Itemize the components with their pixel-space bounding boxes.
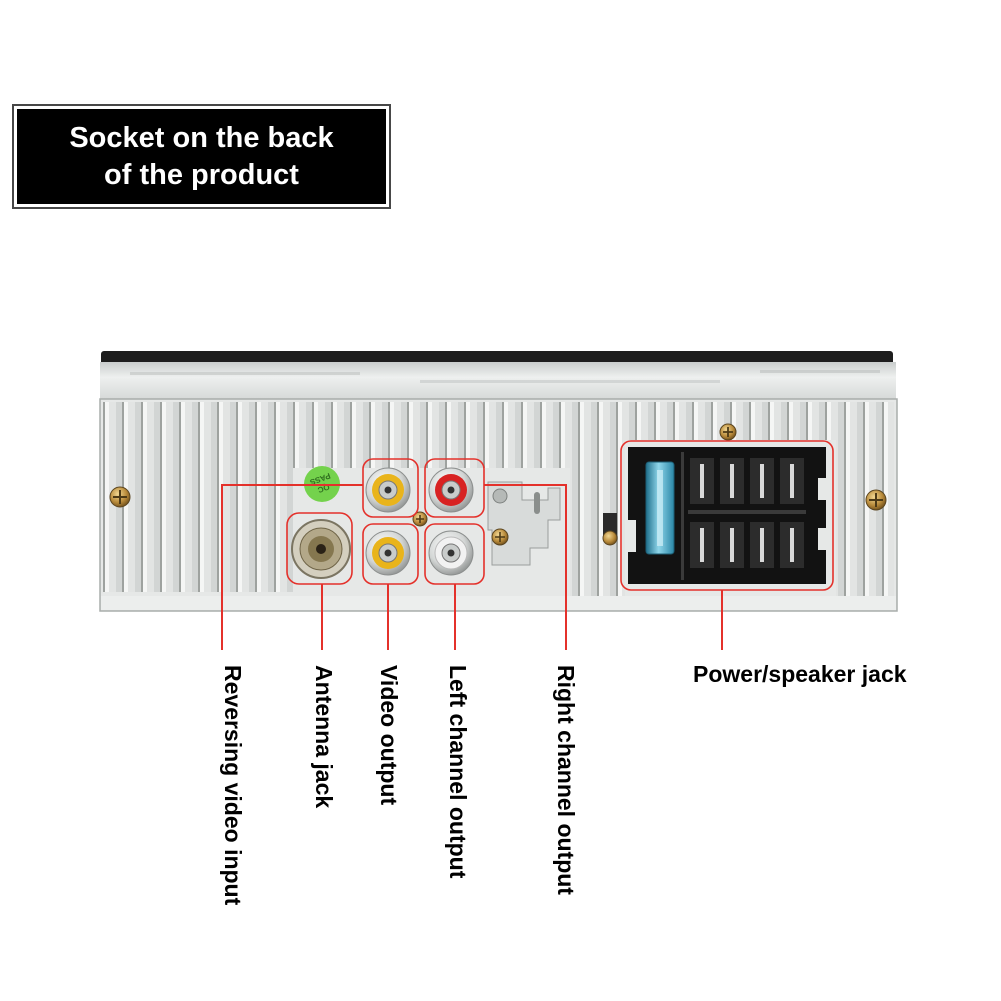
- callout-box-right-channel-output: [424, 458, 485, 518]
- callout-box-antenna-jack: [286, 512, 353, 585]
- mounting-screw-right: [865, 489, 887, 511]
- rca-socket-reversing-video-input: [365, 467, 411, 513]
- top-face-streak: [130, 372, 360, 375]
- callout-line-reversing-video-input: [221, 484, 363, 650]
- power-speaker-connector: [628, 447, 826, 584]
- rca-socket-video-output: [365, 530, 411, 576]
- label-antenna-jack: Antenna jack: [311, 665, 337, 809]
- connector-pin-cavities: [690, 458, 804, 568]
- connector-clip: [602, 513, 618, 546]
- cooling-ribs-top-middle: [293, 402, 570, 468]
- connector-screw-top: [719, 423, 737, 441]
- callout-line-right-channel-output: [484, 484, 567, 650]
- label-video-output: Video output: [376, 665, 402, 806]
- antenna-jack: [291, 519, 351, 579]
- radio-top-edge: [101, 351, 893, 365]
- callout-box-power-speaker-jack: [620, 440, 834, 591]
- title-line-2: of the product: [104, 158, 299, 191]
- rca-socket-left-channel-output: [428, 530, 474, 576]
- title-line-1: Socket on the back: [69, 121, 334, 154]
- callout-markers: [221, 440, 834, 650]
- label-reversing-video-input: Reversing video input: [220, 665, 246, 906]
- panel-bottom-lip: [101, 596, 896, 610]
- cooling-ribs-middle: [570, 402, 625, 598]
- mounting-screw-left: [109, 486, 131, 508]
- label-power-speaker-jack: Power/speaker jack: [693, 661, 907, 687]
- cooling-ribs-left: [103, 402, 293, 592]
- callout-box-reversing-video-input: [362, 458, 419, 518]
- top-face-streak: [420, 380, 720, 383]
- ground-bracket: [487, 481, 561, 566]
- rca-socket-right-channel-output: [428, 467, 474, 513]
- top-face-streak: [760, 370, 880, 373]
- label-right-channel-output: Right channel output: [553, 665, 579, 895]
- callout-box-video-output: [362, 523, 419, 585]
- label-left-channel-output: Left channel output: [445, 665, 471, 879]
- center-screw: [412, 511, 428, 527]
- car-radio-back: QC PASS: [99, 351, 898, 612]
- title-banner: Socket on the back of the product: [12, 104, 391, 209]
